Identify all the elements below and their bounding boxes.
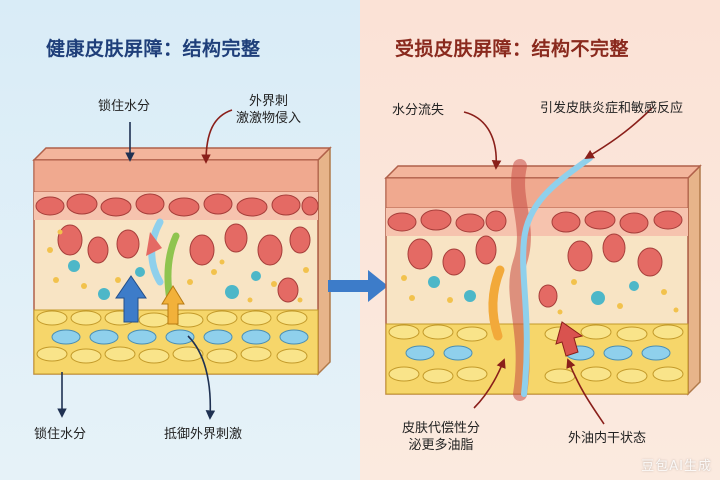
- label-lock-moisture-top: 锁住水分: [98, 99, 151, 114]
- healthy-barrier-title: 健康皮肤屏障：结构完整: [46, 38, 261, 60]
- left-callout-arrows: [57, 109, 233, 420]
- label-external-irritants: 外界刺 激激物侵入: [236, 94, 302, 126]
- healthy-skin-block: [32, 146, 332, 376]
- label-oily-outside-dry-inside: 外油内干状态: [568, 431, 647, 446]
- transition-arrow: [328, 270, 388, 302]
- damaged-barrier-title: 受损皮肤屏障：结构不完整: [395, 38, 630, 60]
- label-compensatory-oil: 皮肤代偿性分 泌更多油脂: [402, 421, 481, 453]
- label-lock-moisture-bottom: 锁住水分: [34, 427, 87, 442]
- label-inflammation-sensitivity: 引发皮肤炎症和敏感反应: [540, 101, 684, 116]
- label-resist-irritants: 抵御外界刺激: [164, 427, 243, 442]
- watermark: 豆包AI生成: [641, 459, 712, 474]
- right-callout-arrows: [463, 107, 653, 425]
- label-water-loss: 水分流失: [392, 103, 445, 118]
- damaged-skin-block: [384, 155, 702, 401]
